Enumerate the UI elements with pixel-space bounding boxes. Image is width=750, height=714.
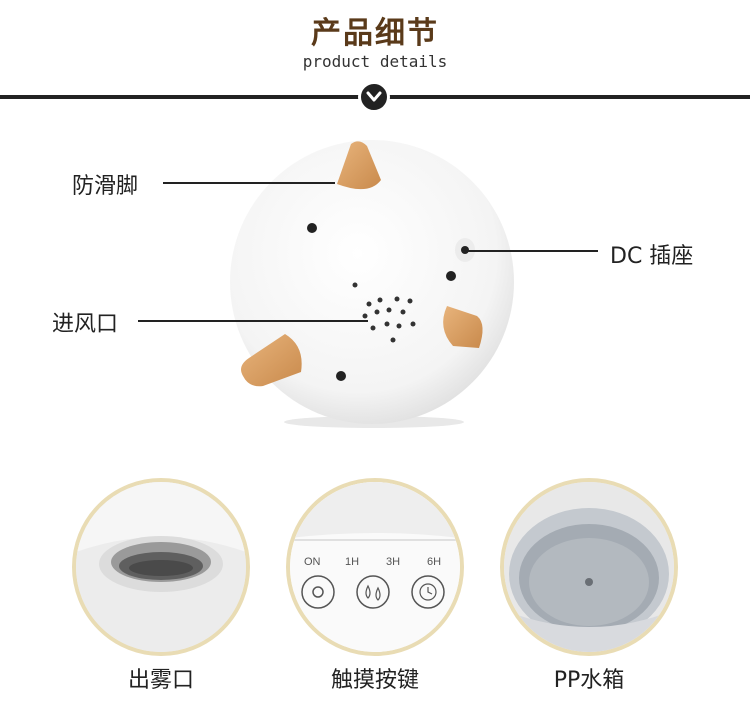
product-bottom-image xyxy=(229,140,514,430)
timer-label-on: ON xyxy=(304,556,321,568)
detail-mist-outlet-image xyxy=(72,478,250,656)
detail-water-tank-image xyxy=(500,478,678,656)
clock-icon xyxy=(411,575,445,609)
chevron-down-icon xyxy=(358,81,390,113)
droplets-icon xyxy=(356,575,390,609)
detail-water-tank-caption: PP水箱 xyxy=(553,668,625,693)
callout-feet-label: 防滑脚 xyxy=(72,174,139,199)
detail-touch-keys-image: ON 1H 3H 6H xyxy=(286,478,464,656)
detail-touch-keys-caption: 触摸按键 xyxy=(330,668,419,693)
timer-label-6h: 6H xyxy=(427,556,442,568)
callout-feet-line xyxy=(163,182,335,184)
callout-inlet-label: 进风口 xyxy=(52,312,119,337)
page-title: 产品细节 xyxy=(311,16,439,51)
callout-inlet-line xyxy=(138,320,368,322)
timer-label-3h: 3H xyxy=(386,556,401,568)
callout-dc-line xyxy=(468,250,598,252)
timer-label-1h: 1H xyxy=(345,556,360,568)
sun-icon xyxy=(301,575,335,609)
detail-mist-outlet-caption: 出雾口 xyxy=(127,668,194,693)
callout-dc-label: DC 插座 xyxy=(610,244,694,269)
page-subtitle: product details xyxy=(302,52,448,71)
